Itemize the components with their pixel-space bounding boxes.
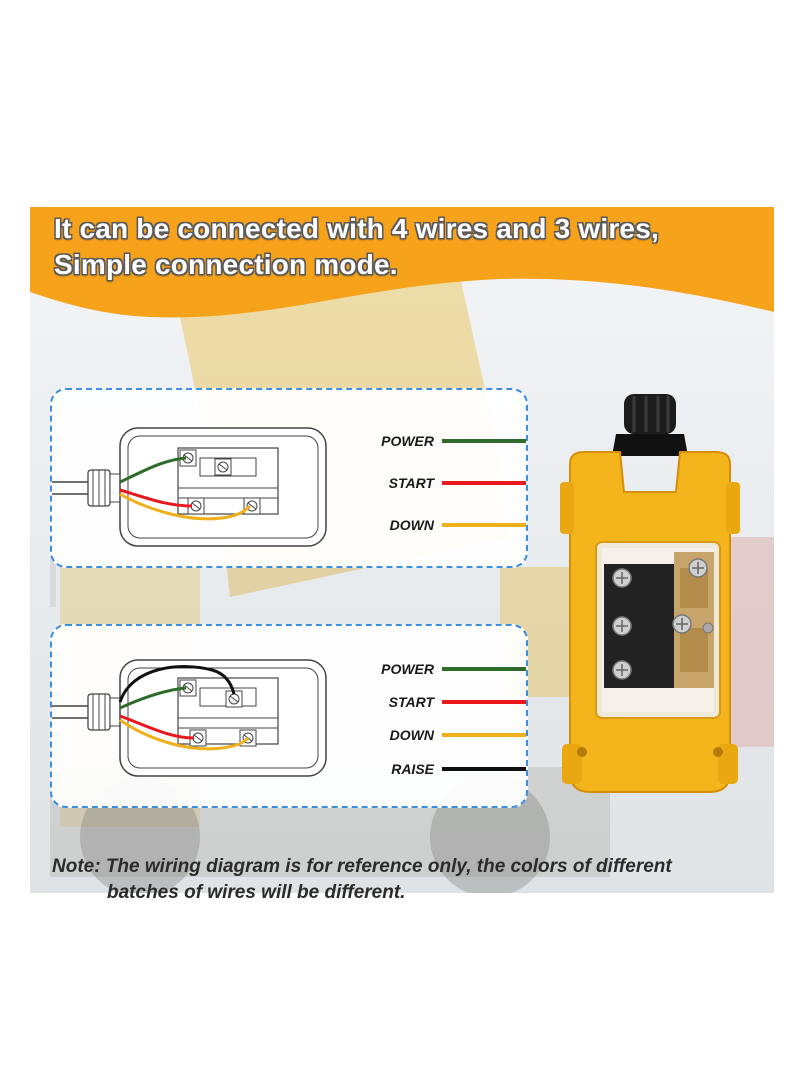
wire-label-start: START xyxy=(388,694,434,710)
cable-gland-icon xyxy=(87,693,121,731)
terminal-screw-icon xyxy=(243,497,261,515)
wire-line-start xyxy=(442,700,526,704)
four-wire-schematic xyxy=(52,659,327,777)
headline-line-1: It can be connected with 4 wires and 3 w… xyxy=(54,213,659,244)
wire-line-start xyxy=(442,481,526,485)
wire-label-down: DOWN xyxy=(389,727,434,743)
wire-line-power xyxy=(442,439,526,443)
cable-gland-icon xyxy=(87,469,121,507)
three-wire-diagram: POWER START DOWN xyxy=(50,388,528,568)
terminal-screw-icon xyxy=(179,449,197,467)
wire-label-raise: RAISE xyxy=(391,761,434,777)
wire-line-down xyxy=(442,523,526,527)
terminal-screw-icon xyxy=(225,690,243,708)
wire-label-power: POWER xyxy=(381,661,434,677)
terminal-screw-icon xyxy=(214,458,232,476)
terminal-screw-icon xyxy=(688,558,708,578)
terminal-screw-icon xyxy=(187,497,205,515)
terminal-screw-icon xyxy=(672,614,692,634)
wire-label-power: POWER xyxy=(381,433,434,449)
switch-contact-block-icon xyxy=(604,552,714,688)
orange-banner-shape xyxy=(30,207,774,318)
wire-label-start: START xyxy=(388,475,434,491)
terminal-screw-icon xyxy=(179,679,197,697)
headline-line-2: Simple connection mode. xyxy=(54,249,398,280)
wire-line-down xyxy=(442,733,526,737)
pendant-switch-device xyxy=(560,394,740,793)
wire-line-raise xyxy=(442,767,526,771)
terminal-screw-icon xyxy=(612,568,632,588)
four-wire-diagram: POWER START DOWN RAISE xyxy=(50,624,528,808)
note-line-1: Note: The wiring diagram is for referenc… xyxy=(52,856,672,877)
note-line-2: batches of wires will be different. xyxy=(107,882,406,903)
terminal-screw-icon xyxy=(612,616,632,636)
note: Note: The wiring diagram is for referenc… xyxy=(52,854,752,906)
wire-label-down: DOWN xyxy=(389,517,434,533)
cable-gland-icon xyxy=(612,394,688,456)
three-wire-schematic xyxy=(52,427,327,547)
terminal-screw-icon xyxy=(612,660,632,680)
headline: It can be connected with 4 wires and 3 w… xyxy=(54,211,659,283)
wire-line-power xyxy=(442,667,526,671)
